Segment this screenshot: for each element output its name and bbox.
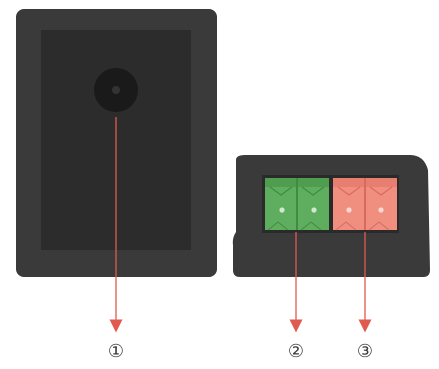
- hole-center: [112, 86, 120, 94]
- side-view-device: [232, 155, 430, 277]
- orange-terminal-block: [331, 175, 399, 233]
- callout-label-1: ①: [107, 341, 125, 362]
- callout-label-2: ②: [287, 341, 305, 362]
- green-terminal-block: [262, 175, 332, 233]
- callout-arrows: [109, 117, 372, 333]
- callout-label-3: ③: [356, 341, 374, 362]
